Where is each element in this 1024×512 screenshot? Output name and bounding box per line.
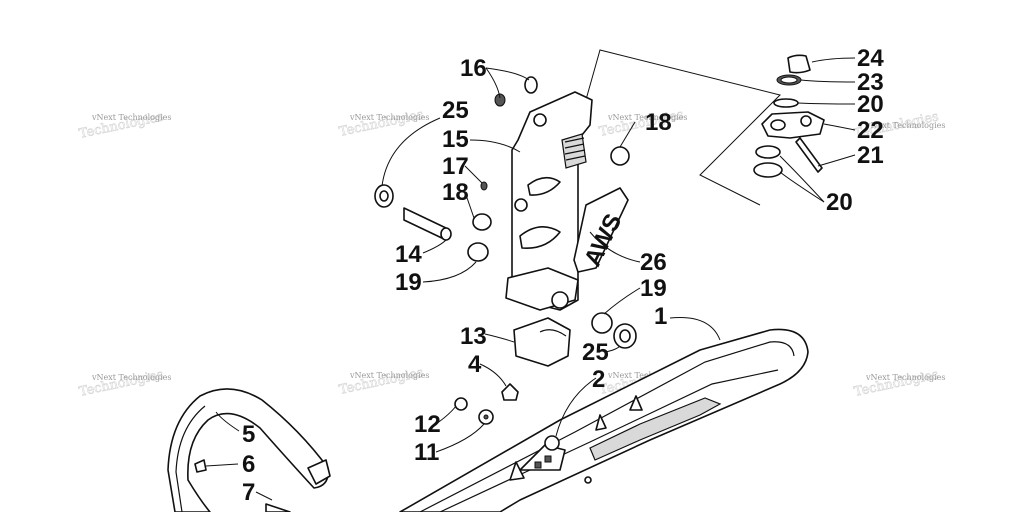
- o-ring-23: [776, 74, 802, 86]
- callout-20-bottom: 20: [826, 189, 853, 216]
- bushing-19-right: [591, 312, 613, 334]
- callout-25-right: 25: [582, 339, 609, 366]
- callout-22: 22: [857, 117, 884, 144]
- callout-7: 7: [242, 479, 255, 506]
- svg-text:vNext Technologies: vNext Technologies: [91, 113, 171, 122]
- svg-text:vNext Technologies: vNext Technologies: [349, 113, 429, 122]
- callout-14: 14: [395, 241, 422, 268]
- bushing-18-right: [610, 146, 630, 166]
- leader-lines: [205, 57, 856, 501]
- callout-16: 16: [460, 55, 487, 82]
- callout-18-right: 18: [645, 109, 672, 136]
- callout-12: 12: [414, 411, 441, 438]
- ski-handle-5: [167, 388, 331, 512]
- callout-26: 26: [640, 249, 667, 276]
- callout-17: 17: [442, 153, 469, 180]
- watermark-top-center-left: Technologies vNext Technologies: [337, 107, 429, 140]
- callout-18-left: 18: [442, 179, 469, 206]
- spindle: [505, 91, 593, 311]
- watermark-bottom-center-left: Technologies vNext Technologies: [337, 365, 429, 398]
- callouts: 16 25 15 17 18 18 14 19 19 26 1 13 4 25 …: [242, 45, 884, 506]
- callout-20-top: 20: [857, 91, 884, 118]
- nut-4: [501, 383, 519, 401]
- aws-decal: AWS: [573, 187, 629, 273]
- washers-20-bottom: [753, 145, 783, 178]
- callout-24: 24: [857, 45, 884, 72]
- clamp-22: [761, 111, 825, 139]
- washer-16: [494, 76, 538, 107]
- callout-19-right: 19: [640, 275, 667, 302]
- bolt-21: [795, 137, 823, 173]
- svg-text:vNext Technologies: vNext Technologies: [91, 373, 171, 382]
- watermark-bottom-right: Technologies vNext Technologies: [852, 367, 945, 400]
- bolt-2: [544, 435, 560, 451]
- callout-13: 13: [460, 323, 487, 350]
- bushing-18-left: [472, 213, 492, 231]
- callout-25-left: 25: [442, 97, 469, 124]
- washer-11: [478, 409, 494, 425]
- saddle-block-13: [513, 317, 571, 367]
- svg-text:vNext Technologies: vNext Technologies: [865, 373, 945, 382]
- pin-6: [194, 459, 207, 473]
- assembly-reference-line: [577, 49, 781, 206]
- callout-15: 15: [442, 126, 469, 153]
- bushing-19-left: [467, 242, 489, 262]
- cap-24: [787, 54, 811, 74]
- svg-text:vNext Technologies: vNext Technologies: [349, 371, 429, 380]
- nut-12: [454, 397, 468, 411]
- callout-4: 4: [468, 351, 482, 378]
- callout-6: 6: [242, 451, 255, 478]
- callout-23: 23: [857, 69, 884, 96]
- callout-5: 5: [242, 421, 255, 448]
- washer-25-right: [613, 323, 637, 349]
- watermark-top-center-right: Technologies vNext Technologies: [597, 107, 687, 140]
- watermark-top-left: Technologies vNext Technologies: [77, 109, 171, 142]
- svg-text:vNext Technologies: vNext Technologies: [865, 121, 945, 130]
- watermark-bottom-left: Technologies vNext Technologies: [77, 367, 171, 400]
- ski: [399, 328, 809, 512]
- sleeve-14: [403, 207, 452, 241]
- callout-21: 21: [857, 142, 884, 169]
- washer-20-top: [773, 98, 799, 108]
- callout-1: 1: [654, 303, 667, 330]
- callout-19-left: 19: [395, 269, 422, 296]
- bolt-7: [265, 503, 291, 512]
- grease-fitting-17: [480, 181, 488, 191]
- callout-2: 2: [592, 366, 605, 393]
- svg-text:vNext Technologies: vNext Technologies: [607, 113, 687, 122]
- callout-11: 11: [414, 439, 439, 466]
- washer-25-left: [374, 184, 394, 208]
